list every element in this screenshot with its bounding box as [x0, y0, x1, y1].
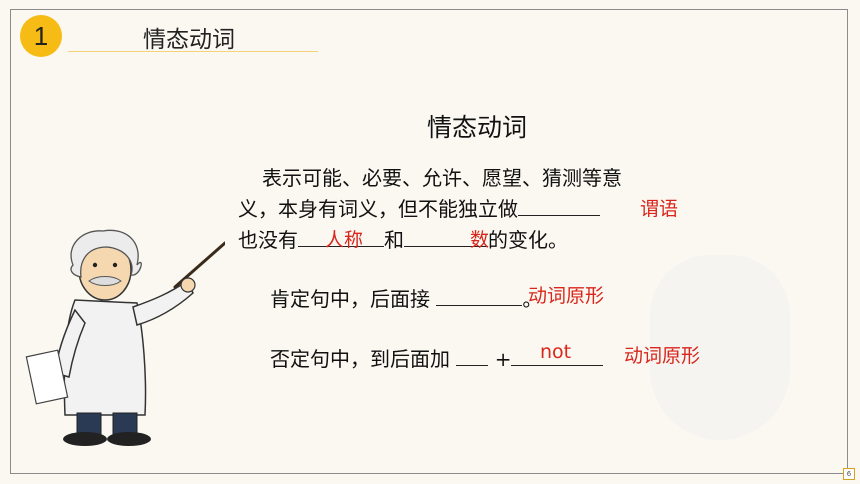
negative-plus: +: [494, 347, 512, 371]
affirmative-rule-text: 肯定句中，后面接: [270, 287, 430, 311]
answer-person: 人称: [325, 229, 364, 251]
blank-predicate: [518, 193, 600, 216]
section-title: 情态动词: [143, 27, 235, 53]
professor-illustration: [25, 229, 225, 446]
blank-person: [298, 224, 384, 247]
decorative-bubble: [650, 255, 790, 440]
definition-line-3-mid: 和: [384, 228, 404, 252]
definition-line-1: 表示可能、必要、允许、愿望、猜测等意: [262, 166, 622, 190]
negative-rule-text: 否定句中，到后面加: [270, 347, 450, 371]
section-number-badge: 1: [20, 15, 62, 57]
definition-line-2: 义，本身有词义，但不能独立做: [238, 193, 600, 222]
slide-frame: [10, 9, 848, 474]
answer-not: not: [540, 341, 572, 363]
blank-negative-2: [511, 343, 604, 366]
negative-rule: 否定句中，到后面加 +: [270, 343, 604, 372]
definition-line-3-post: 的变化。: [488, 228, 568, 252]
definition-line-3-pre: 也没有: [238, 228, 298, 252]
definition-line-2-text: 义，本身有词义，但不能独立做: [238, 197, 518, 221]
affirmative-rule-end: 。: [522, 287, 543, 311]
page-number: 6: [843, 468, 855, 480]
answer-number: 数: [470, 229, 490, 251]
section-title-underline: [68, 51, 318, 52]
main-title: 情态动词: [427, 113, 528, 142]
affirmative-rule: 肯定句中，后面接 。: [270, 283, 542, 312]
blank-negative-1: [456, 343, 489, 366]
answer-predicate: 谓语: [640, 198, 679, 220]
blank-number: [404, 224, 488, 247]
answer-affirmative: 动词原形: [528, 285, 605, 307]
definition-line-3: 也没有 和 的变化。: [238, 224, 568, 253]
answer-negative: 动词原形: [624, 345, 701, 367]
blank-affirmative: [436, 283, 523, 306]
